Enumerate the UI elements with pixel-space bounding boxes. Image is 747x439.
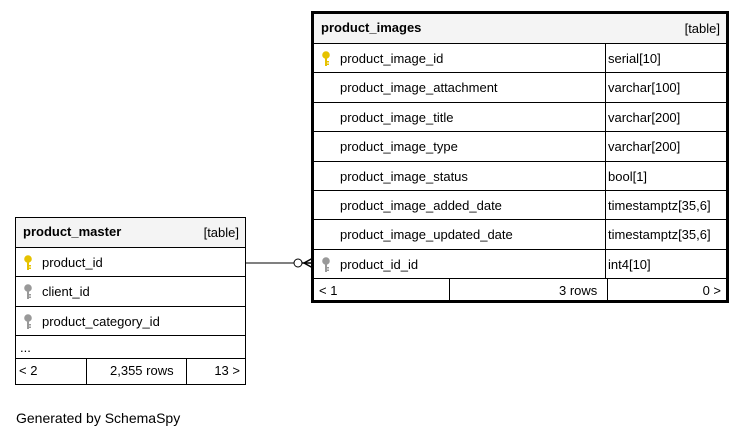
column-row[interactable]: product_id_id int4[10] (314, 249, 726, 280)
table-name[interactable]: product_master (23, 224, 122, 239)
row-count: 2,355 rows (110, 363, 174, 379)
more-columns-row: ... (16, 336, 245, 360)
column-name[interactable]: product_image_id (340, 51, 444, 66)
column-name[interactable]: product_category_id (42, 313, 160, 329)
row-count: 3 rows (559, 283, 598, 299)
column-name[interactable]: product_image_attachment (340, 80, 498, 96)
column-row[interactable]: product_id (16, 248, 245, 278)
column-row[interactable]: product_image_status bool[1] (314, 161, 726, 191)
generated-by-text: Generated by SchemaSpy (16, 410, 181, 426)
table-kind: [table] (203, 225, 239, 240)
table-footer: < 1 3 rows 0 > (314, 279, 726, 304)
column-type: varchar[200] (608, 109, 681, 125)
table-kind: [table] (684, 21, 720, 36)
column-type: serial[10] (608, 51, 661, 66)
column-name[interactable]: product_image_type (340, 139, 458, 155)
children-link[interactable]: 13 > (214, 363, 240, 379)
column-row[interactable]: product_image_updated_date timestamptz[35… (314, 220, 726, 250)
column-type: varchar[200] (608, 139, 681, 155)
parents-link[interactable]: < 2 (19, 363, 38, 379)
column-name[interactable]: product_id (42, 255, 103, 270)
column-name[interactable]: product_id_id (340, 256, 419, 272)
optional-circle-marker (293, 258, 303, 268)
children-link[interactable]: 0 > (702, 283, 721, 299)
column-name[interactable]: product_image_status (340, 168, 468, 184)
table-footer: < 2 2,355 rows 13 > (16, 359, 245, 385)
column-type: bool[1] (608, 168, 648, 184)
column-type: timestamptz[35,6] (608, 197, 711, 213)
column-type: timestamptz[35,6] (608, 227, 711, 243)
table-product-master[interactable]: product_master [table] product_id client_… (15, 217, 246, 385)
column-name[interactable]: product_image_added_date (340, 197, 502, 213)
column-row[interactable]: product_image_title varchar[200] (314, 102, 726, 133)
table-name[interactable]: product_images (321, 20, 422, 35)
column-row[interactable]: product_category_id (16, 307, 245, 337)
column-name[interactable]: client_id (42, 284, 90, 300)
more-columns-ellipsis: ... (20, 340, 31, 356)
column-row[interactable]: product_image_type varchar[200] (314, 132, 726, 162)
column-row[interactable]: client_id (16, 277, 245, 307)
column-row[interactable]: product_image_attachment varchar[100] (314, 73, 726, 103)
column-name[interactable]: product_image_updated_date (340, 227, 513, 243)
table-product-images[interactable]: product_images [table] product_image_id s… (311, 11, 729, 304)
column-row[interactable]: product_image_id serial[10] (314, 44, 726, 74)
table-header: product_master [table] (16, 218, 245, 248)
column-type: varchar[100] (608, 80, 681, 96)
column-type: int4[10] (608, 256, 651, 272)
table-header: product_images [table] (314, 14, 726, 44)
column-name[interactable]: product_image_title (340, 109, 454, 125)
column-row[interactable]: product_image_added_date timestamptz[35,6… (314, 190, 726, 221)
parents-link[interactable]: < 1 (319, 283, 338, 299)
